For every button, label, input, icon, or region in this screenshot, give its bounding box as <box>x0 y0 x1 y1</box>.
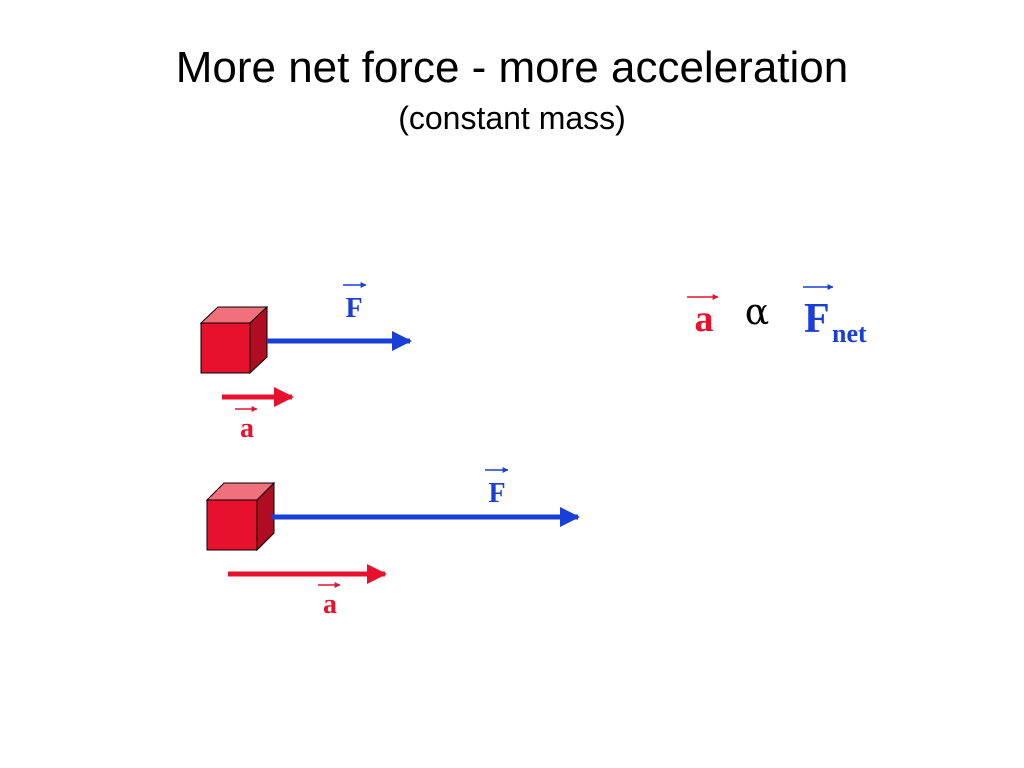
lower-block <box>205 481 276 552</box>
relation-net-subscript: net <box>832 319 867 348</box>
relation-accel-symbol: a <box>695 298 714 340</box>
slide-title: More net force - more acceleration <box>175 43 849 92</box>
lower-force-label: F <box>488 478 505 509</box>
upper-block <box>199 305 269 375</box>
lower-scenario: F a <box>205 467 581 620</box>
upper-force-label: F <box>345 293 362 324</box>
upper-scenario: F a <box>199 282 413 444</box>
proportional-symbol: α <box>745 292 769 333</box>
upper-accel-label: a <box>240 413 254 444</box>
slide-subtitle: (constant mass) <box>398 100 626 136</box>
proportionality-relation: a α F net <box>687 284 867 348</box>
lower-accel-label: a <box>323 589 337 620</box>
relation-force-symbol: F <box>804 296 830 342</box>
